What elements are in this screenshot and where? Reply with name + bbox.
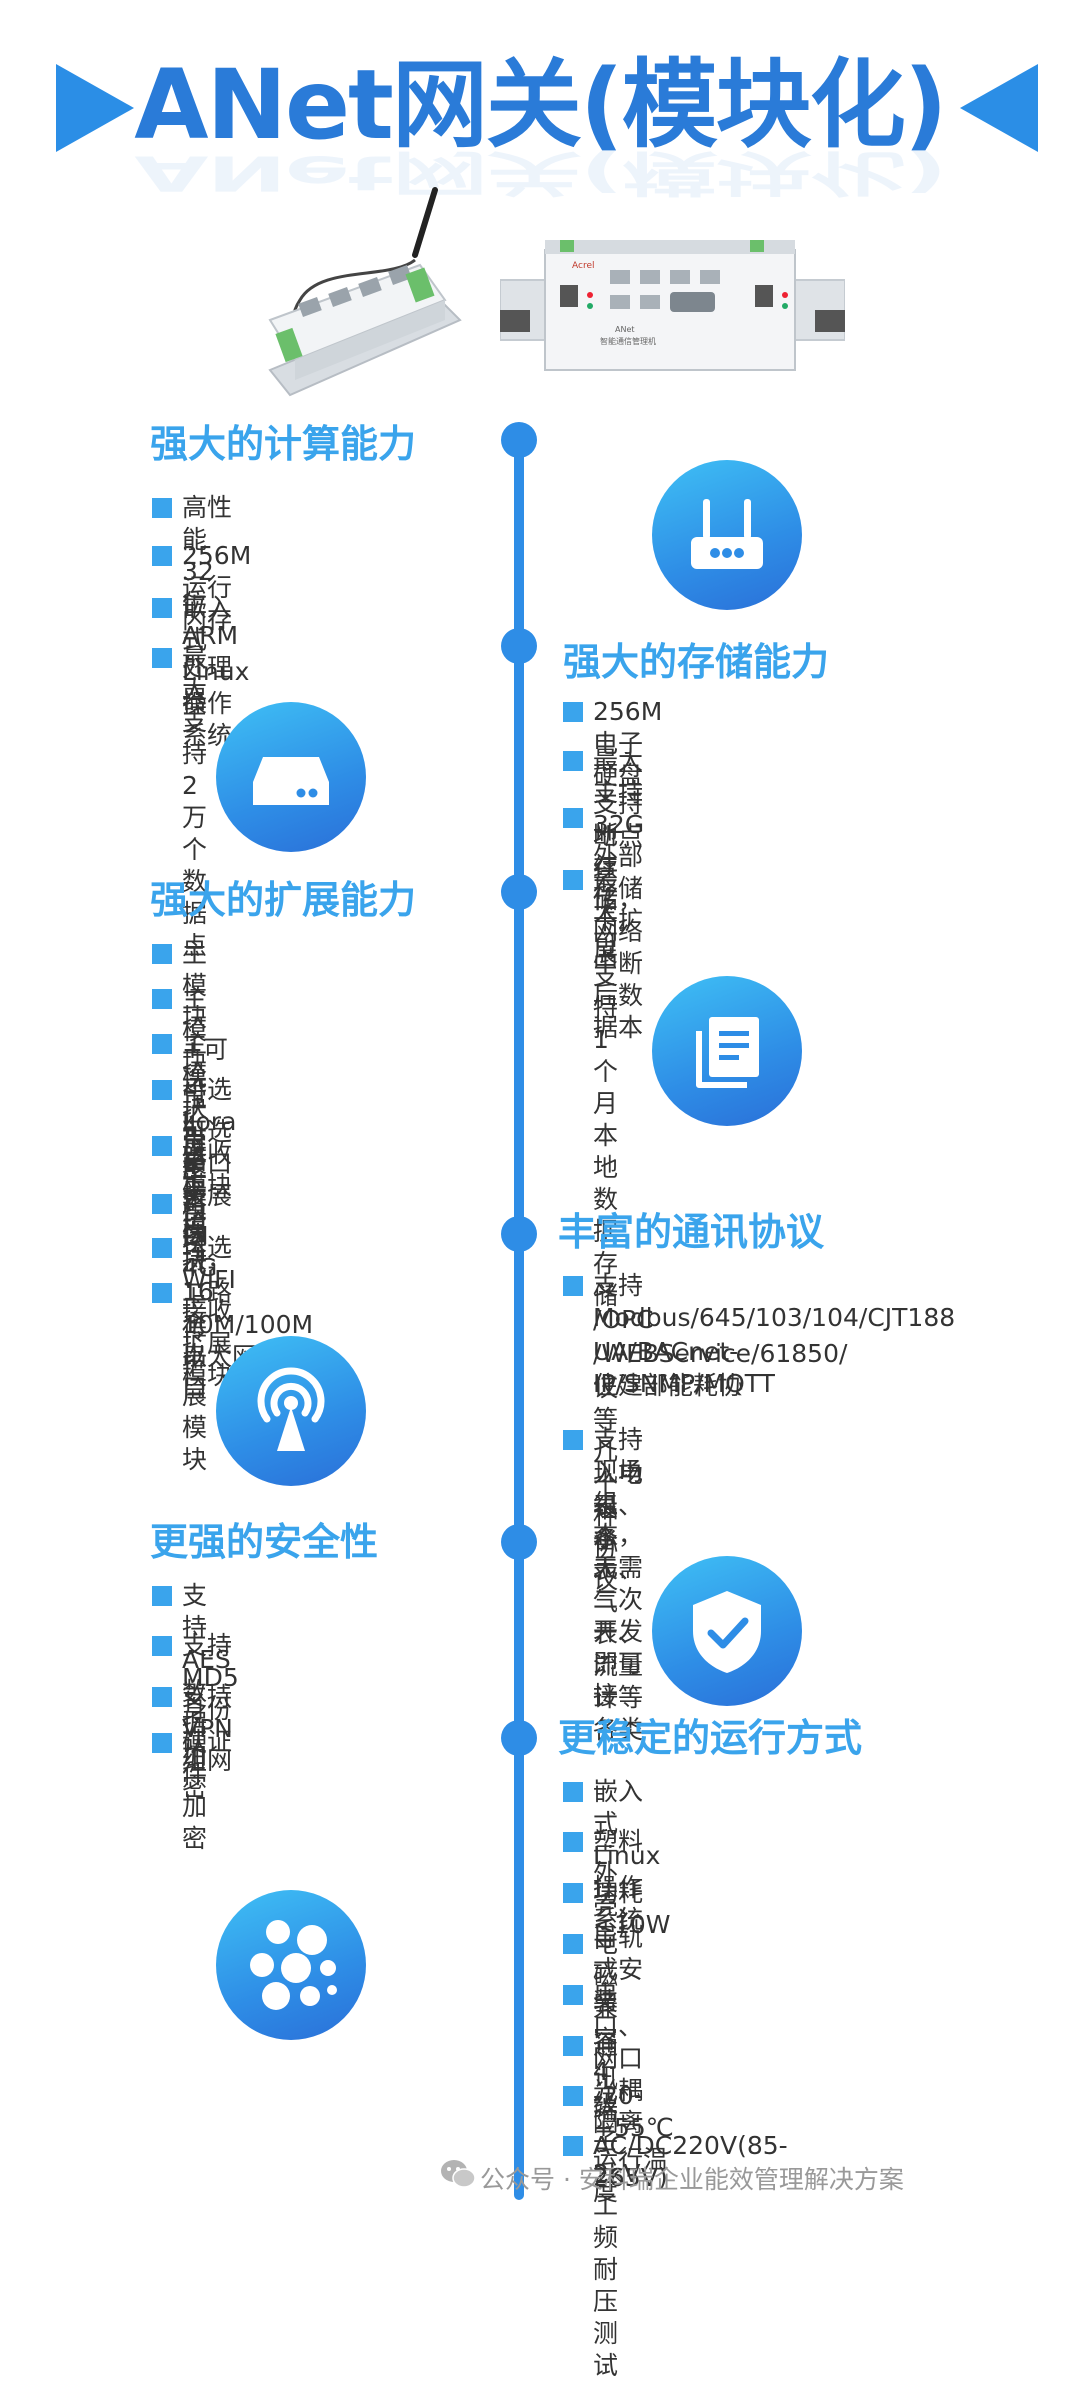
section-title-storage: 强大的存储能力 xyxy=(563,640,830,684)
right-arrow-icon xyxy=(960,64,1038,152)
document-icon xyxy=(652,976,802,1126)
timeline-dot xyxy=(501,874,537,910)
hard-drive-icon xyxy=(216,702,366,852)
timeline-dot xyxy=(501,628,537,664)
timeline-dot xyxy=(501,1216,537,1252)
device-image-angled xyxy=(240,170,480,410)
section-title-expansion: 强大的扩展能力 xyxy=(150,878,417,922)
section-title-security: 更强的安全性 xyxy=(150,1520,379,1564)
section-title-protocol: 丰富的通讯协议 xyxy=(558,1210,825,1254)
router-icon xyxy=(652,460,802,610)
timeline-line xyxy=(514,440,524,2200)
broadcast-tower-icon xyxy=(216,1336,366,1486)
bubbles-icon xyxy=(216,1890,366,2040)
footer-watermark: 公众号 · 安科瑞企业能效管理解决方案 xyxy=(480,2165,904,2194)
device-brand-label: Acrel xyxy=(572,261,595,271)
timeline-dot xyxy=(501,1720,537,1756)
device-subtitle-label: 智能通信管理机 xyxy=(600,336,656,346)
wechat-icon xyxy=(440,2158,476,2194)
shield-check-icon xyxy=(652,1556,802,1706)
page-title: ANet网关(模块化) xyxy=(134,49,947,161)
device-image-front: Acrel ANet 智能通信管理机 xyxy=(499,240,846,380)
device-model-label: ANet xyxy=(615,325,635,334)
section-title-compute: 强大的计算能力 xyxy=(150,422,417,466)
left-arrow-icon xyxy=(56,64,134,152)
section-title-stability: 更稳定的运行方式 xyxy=(558,1716,863,1760)
timeline-dot xyxy=(501,1524,537,1560)
timeline-dot xyxy=(501,422,537,458)
